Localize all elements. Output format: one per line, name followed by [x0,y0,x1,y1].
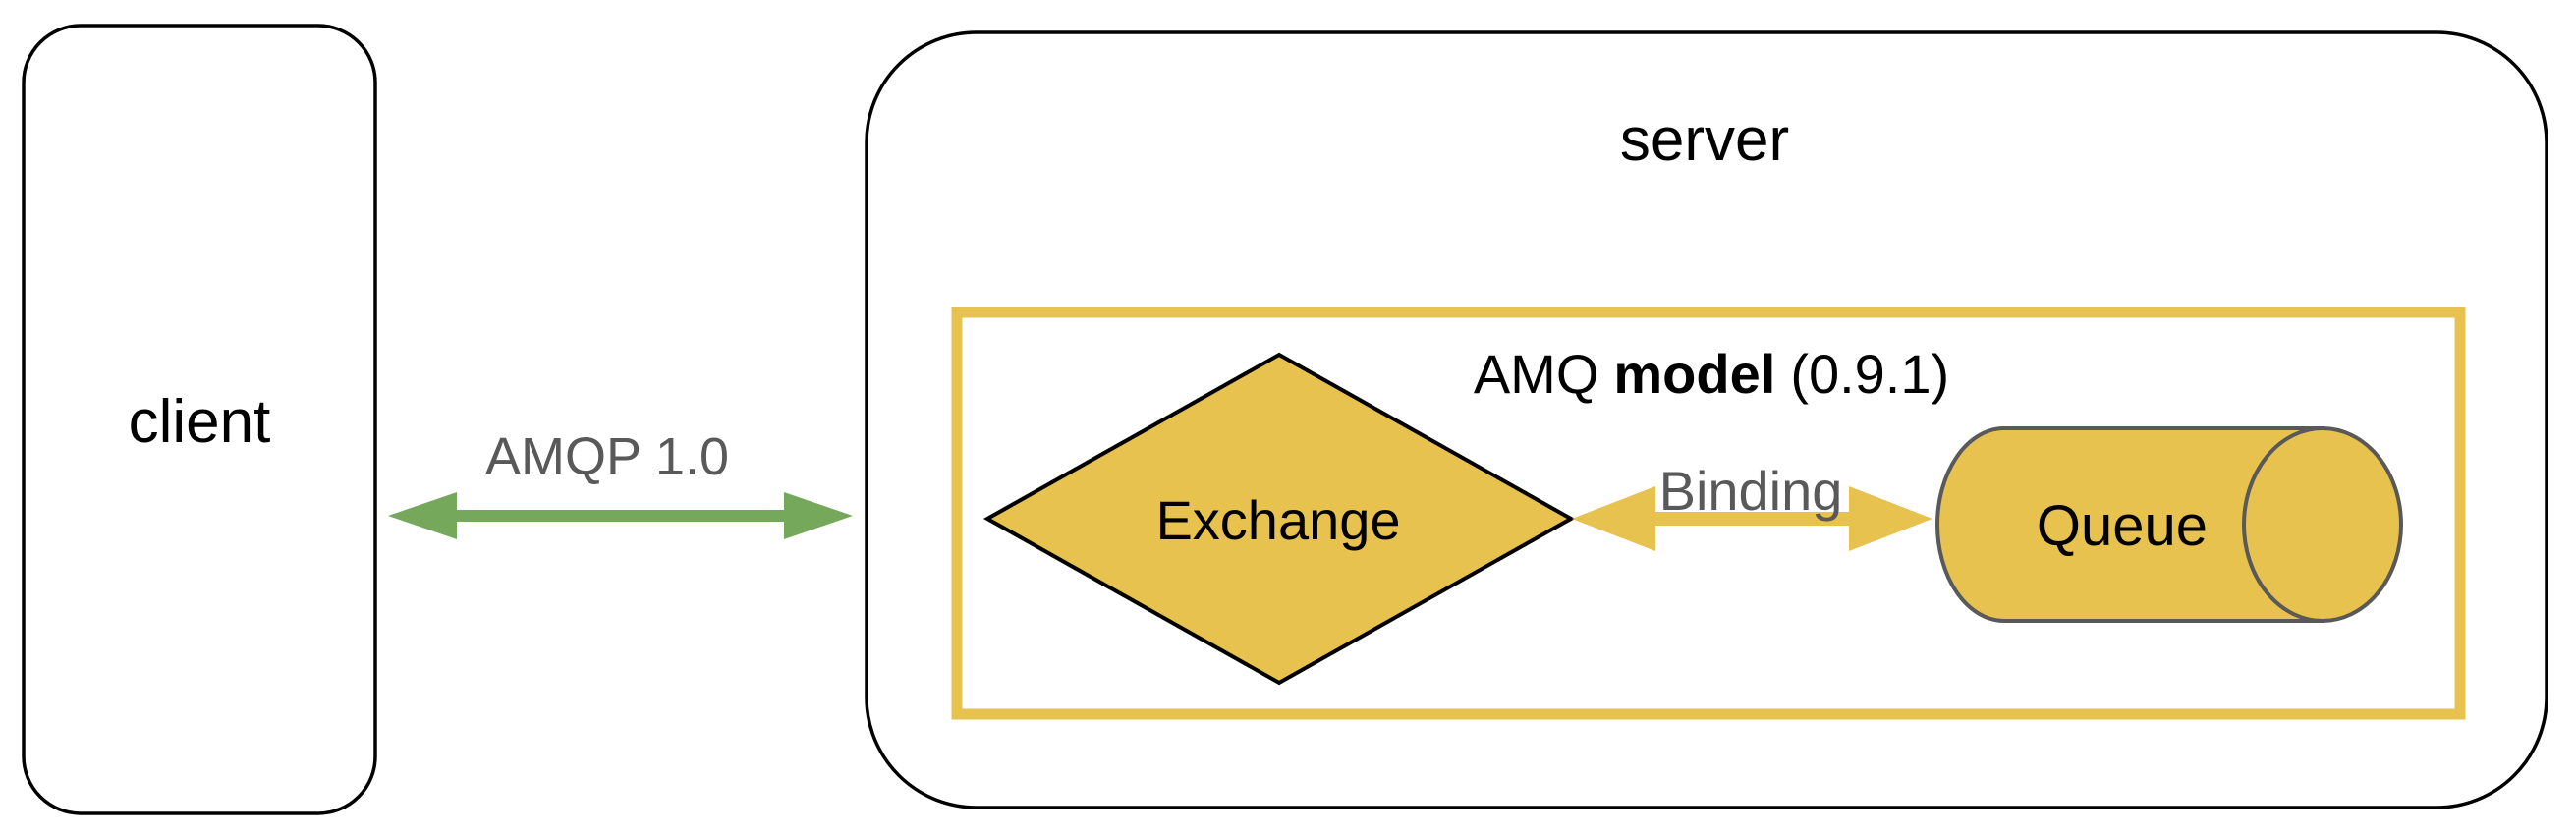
client-label: client [129,388,271,456]
amq-model-title-prefix: AMQ [1474,343,1599,405]
binding-label: Binding [1659,460,1843,522]
exchange-diamond [982,352,1576,686]
queue-cylinder-face [2242,426,2403,623]
exchange-label: Exchange [1155,489,1400,551]
queue-label: Queue [2037,494,2208,558]
amqp-connection-arrow [388,492,853,539]
amq-model-title-suffix: (0.9.1) [1790,343,1949,405]
amq-model-title-bold: model [1613,343,1775,405]
server-label: server [1620,106,1789,174]
amq-model-box [951,307,2466,720]
amqp-connection-label: AMQP 1.0 [485,427,729,486]
client-box [22,24,377,815]
queue-cylinder-body [1934,426,2324,623]
binding-arrow [1572,486,1932,551]
